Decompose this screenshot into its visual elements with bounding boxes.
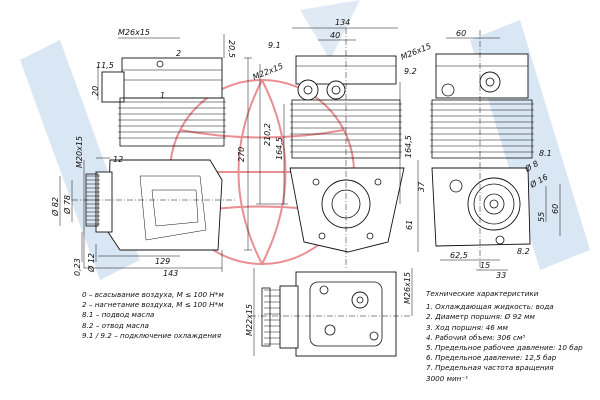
legend-item: 9.1 / 9.2 – подключение охлаждения: [82, 330, 222, 340]
spec-item: 4. Рабочий объем: 306 см³: [426, 332, 526, 342]
spec-item: 3. Ход поршня: 46 мм: [426, 322, 508, 332]
label-port-1: 1: [160, 91, 165, 100]
dim-m22x15-top: M22x15: [245, 304, 254, 336]
dim-33: 33: [496, 271, 506, 280]
dim-12: 12: [113, 155, 123, 164]
spec-item: 2. Диаметр поршня: Ø 92 мм: [426, 312, 535, 322]
dim-8-2: 8.2: [517, 247, 530, 256]
dim-270: 270: [237, 147, 246, 162]
front-view: [256, 27, 405, 270]
rear-view: [399, 30, 561, 272]
technical-specs: Технические характеристики 1. Охлаждающа…: [426, 289, 583, 384]
dim-55: 55: [537, 212, 546, 222]
dim-m26x15-top: M26x15: [403, 272, 412, 304]
dim-129: 129: [155, 257, 170, 266]
dim-8-1: 8.1: [539, 149, 552, 158]
dim-phi78: Ø 78: [62, 195, 72, 215]
dim-164-5-rear: 164,5: [404, 135, 413, 158]
port-legend: 0 – всасывание воздуха, М ≤ 100 Н*м 2 – …: [82, 290, 224, 341]
dim-m20x15: M20x15: [75, 136, 84, 168]
spec-item: 7. Предельная частота вращения: [426, 363, 554, 373]
top-view: [250, 268, 413, 357]
dim-61: 61: [405, 220, 414, 230]
dim-40: 40: [330, 31, 340, 40]
dim-210-2: 210,2: [263, 123, 272, 146]
dim-0-23: 0,23: [73, 258, 82, 276]
legend-item: 2 – нагнетание воздуха, М ≤ 100 Н*м: [82, 300, 224, 310]
label-port-2: 2: [176, 49, 181, 58]
dim-m26x15-side: M26x15: [118, 28, 150, 37]
dim-164-5-front: 164,5: [275, 137, 284, 160]
specs-title: Технические характеристики: [426, 289, 539, 298]
legend-item: 8.1 – подвод масла: [82, 310, 155, 320]
spec-item: 3000 мин⁻¹: [426, 373, 469, 383]
dim-phi82: Ø 82: [50, 197, 60, 217]
dim-phi12: Ø 12: [86, 253, 96, 273]
dim-20: 20: [91, 86, 100, 96]
dim-9-2: 9.2: [404, 67, 417, 76]
spec-item: 5. Предельное рабочее давление: 10 бар: [426, 343, 583, 353]
dim-9-1: 9.1: [268, 41, 281, 50]
dim-134: 134: [335, 18, 350, 27]
legend-item: 8.2 – отвод масла: [82, 320, 149, 330]
dim-15: 15: [480, 261, 490, 270]
dim-m26x15-rear: M26x15: [399, 42, 432, 62]
dim-11-5: 11,5: [96, 61, 114, 70]
dim-m22x15-front: M22x15: [251, 62, 284, 82]
legend-item: 0 – всасывание воздуха, М ≤ 100 Н*м: [82, 290, 224, 299]
dim-60: 60: [456, 29, 466, 38]
dim-62-5: 62,5: [450, 251, 468, 260]
spec-item: 6. Предельное давление: 12,5 бар: [426, 353, 557, 363]
dim-60-rear: 60: [551, 204, 560, 214]
dim-143: 143: [163, 269, 178, 278]
side-view: [59, 34, 252, 272]
spec-item: 1. Охлаждающая жидкость: вода: [426, 302, 554, 312]
dim-20-5: 20,5: [227, 40, 236, 58]
dim-37: 37: [417, 181, 426, 192]
